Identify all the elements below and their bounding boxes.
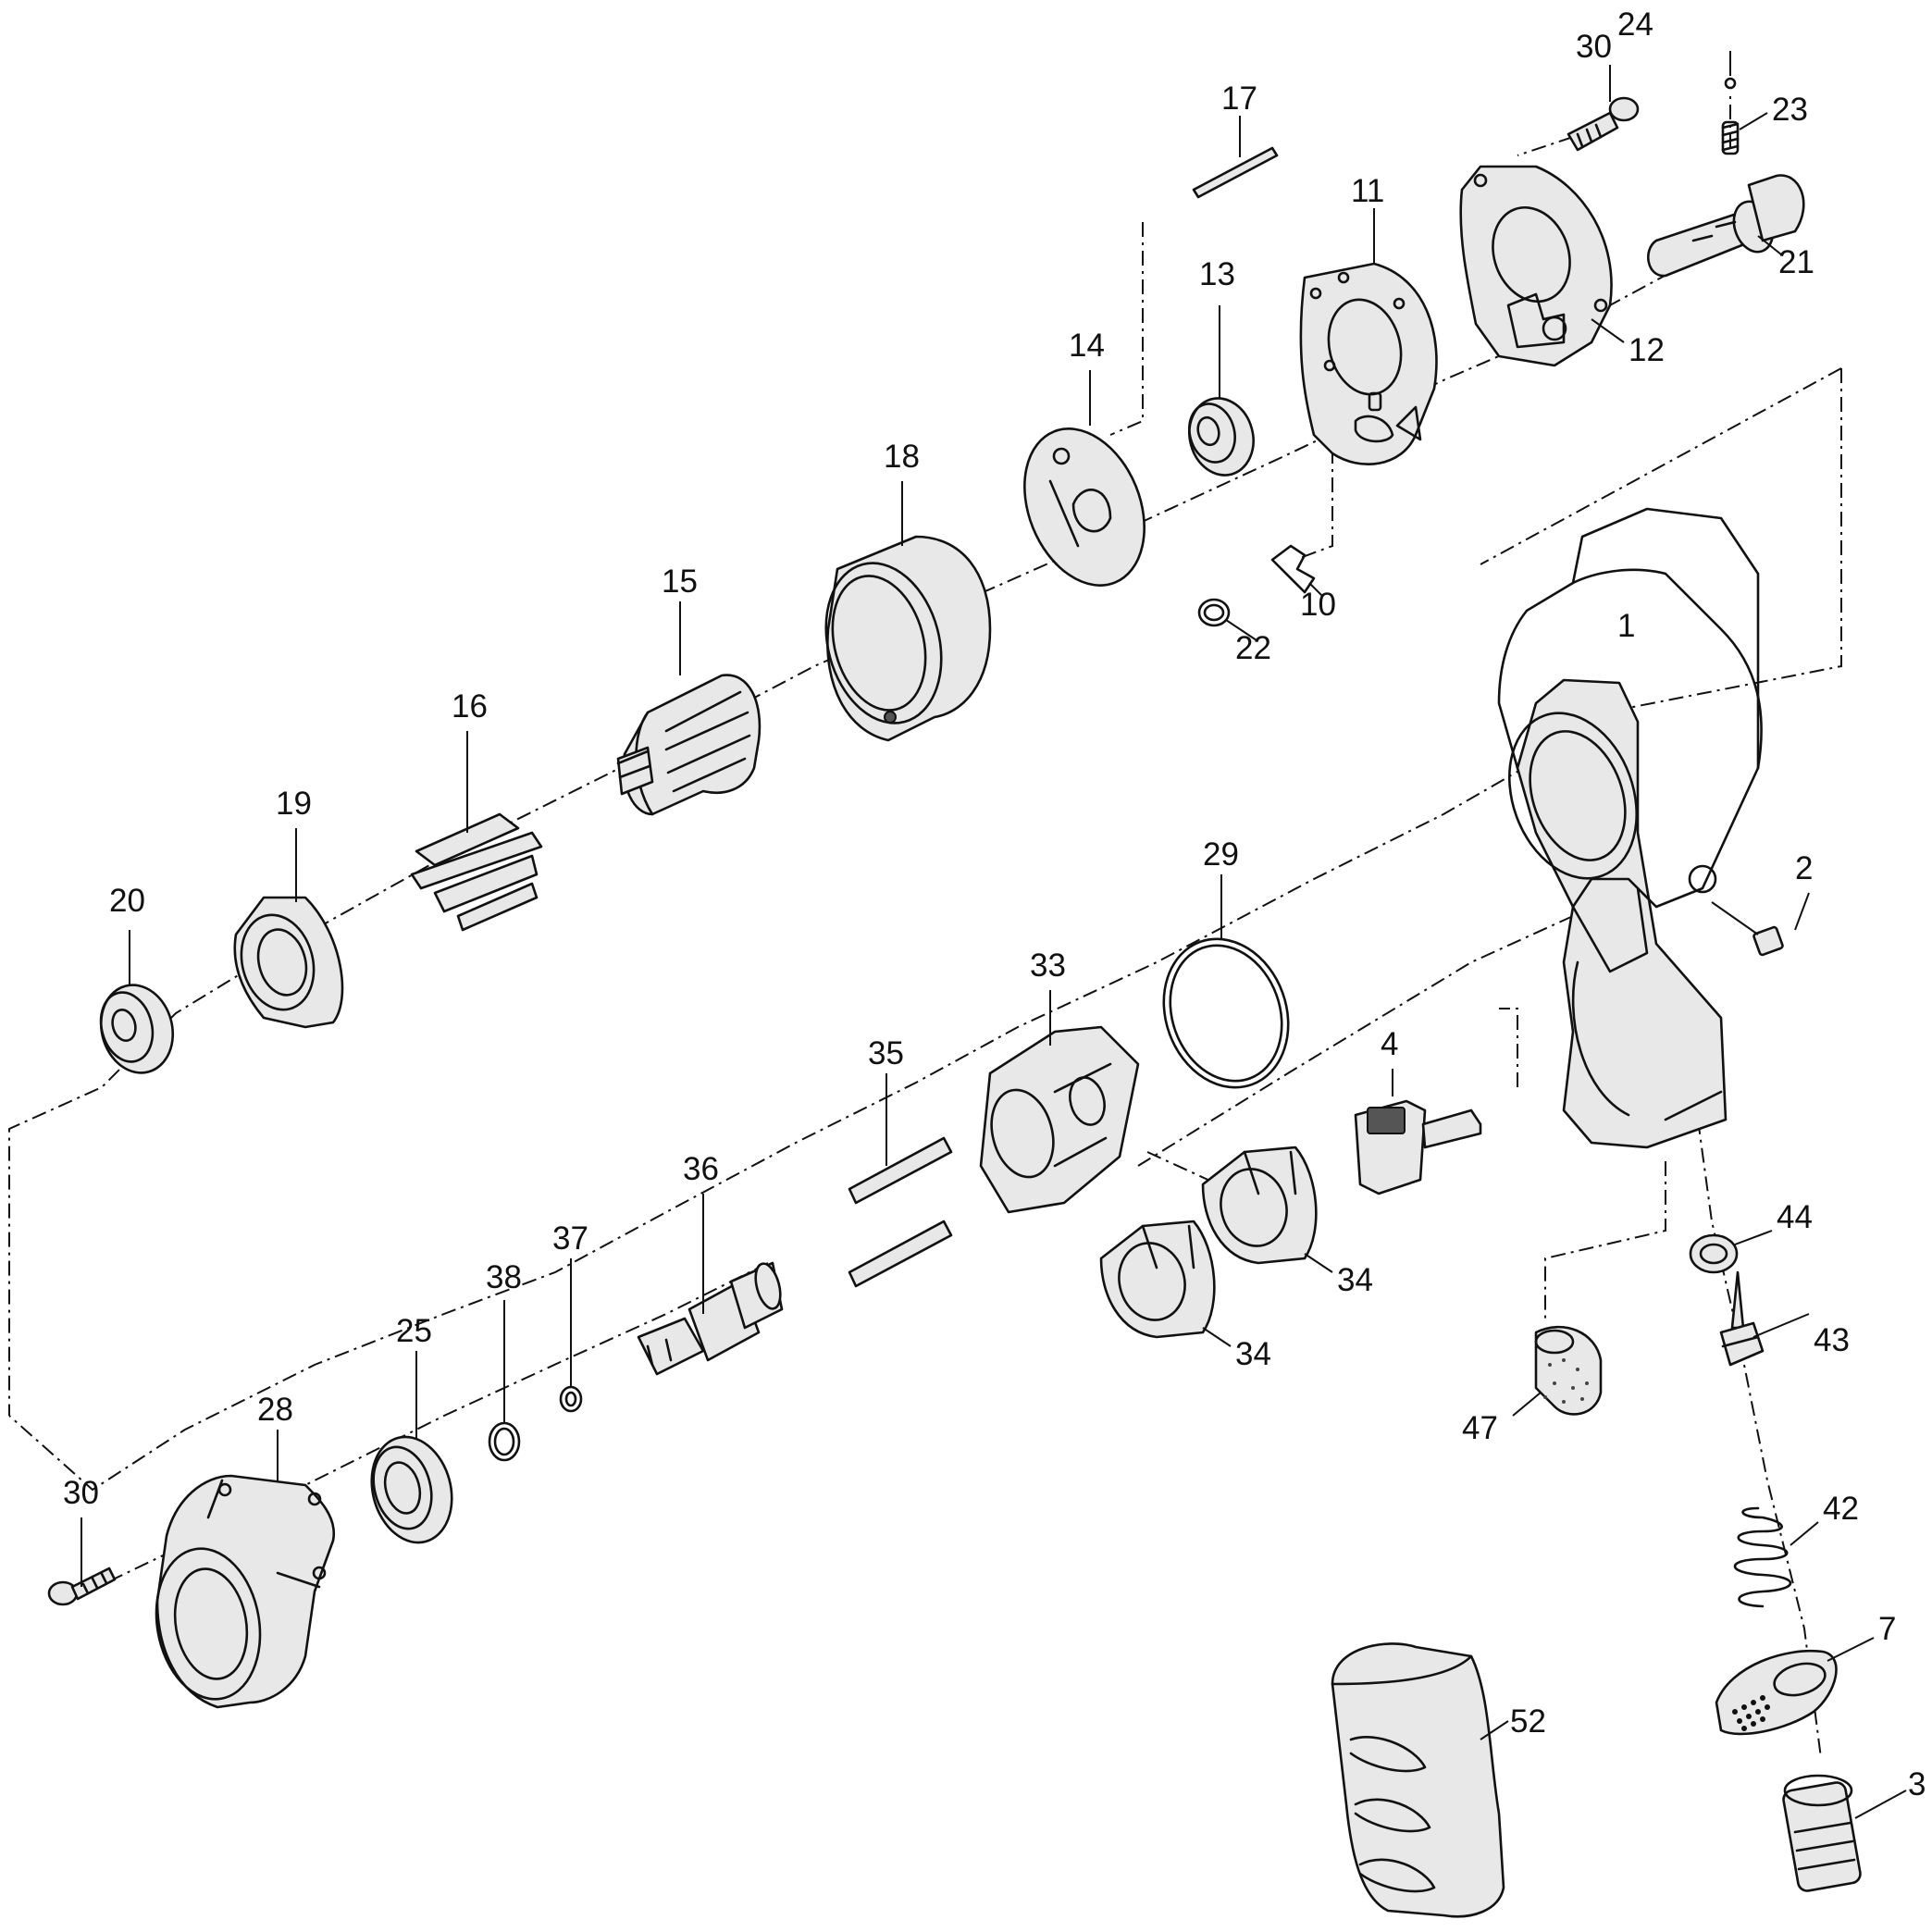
part-18-cylinder [824, 481, 992, 742]
part-24-ball [1724, 51, 1737, 90]
part-19-front-plate [233, 828, 344, 1029]
part-34-hammer-a [1201, 1146, 1333, 1273]
label-part-25: 25 [396, 1313, 432, 1349]
part-10-clip [1270, 544, 1324, 598]
part-47-muffler [1512, 1325, 1603, 1417]
label-part-17: 17 [1221, 80, 1257, 117]
part-44-seal [1689, 1230, 1773, 1274]
part-14-end-plate [1023, 370, 1146, 587]
part-36-anvil [637, 1194, 784, 1376]
label-part-35: 35 [868, 1035, 904, 1071]
label-part-20: 20 [109, 883, 145, 919]
label-part-3: 3 [1908, 1766, 1926, 1802]
part-16-vanes [410, 731, 543, 932]
part-38-retaining-ring [488, 1300, 521, 1462]
label-part-19: 19 [276, 786, 312, 822]
label-part-36: 36 [683, 1151, 719, 1187]
part-25-bushing [370, 1351, 453, 1544]
assembly-axis-valve [1109, 93, 1822, 1759]
label-part-4: 4 [1381, 1026, 1398, 1062]
label-part-33: 33 [1030, 947, 1066, 984]
part-52-grip-sleeve [1331, 1642, 1509, 1918]
label-part-7: 7 [1878, 1611, 1896, 1647]
part-34-hammer-b [1099, 1220, 1232, 1347]
assembly-axis-upper [8, 136, 1722, 1416]
part-21-reverse-valve [1647, 174, 1805, 278]
label-part-47: 47 [1462, 1410, 1498, 1446]
label-part-43: 43 [1814, 1322, 1850, 1358]
part-4-trigger [1354, 1069, 1482, 1195]
part-labels: 24 30 17 23 11 21 13 12 14 18 10 15 22 1… [63, 6, 1926, 1802]
label-part-18: 18 [884, 439, 920, 475]
part-15-rotor [616, 601, 762, 816]
label-part-44: 44 [1777, 1199, 1813, 1235]
part-7-exhaust-plate [1715, 1637, 1875, 1736]
label-part-28: 28 [257, 1392, 293, 1428]
part-2-plug [1711, 892, 1810, 957]
label-part-15: 15 [662, 564, 698, 600]
part-28-front-case [155, 1430, 336, 1709]
part-37-washer [559, 1258, 583, 1413]
label-part-10: 10 [1300, 587, 1336, 623]
label-part-34-a: 34 [1337, 1262, 1373, 1298]
label-part-14: 14 [1069, 328, 1105, 364]
label-part-22: 22 [1235, 630, 1271, 666]
part-30-screw-top [1567, 65, 1640, 152]
part-11-gasket [1299, 208, 1438, 465]
label-part-2: 2 [1795, 850, 1813, 886]
assembly-axis-main [8, 367, 1842, 1492]
part-43-valve-stem [1719, 1270, 1810, 1367]
part-20-bearing [99, 930, 175, 1074]
part-22-o-ring [1197, 598, 1257, 641]
label-part-21: 21 [1778, 244, 1814, 280]
part-35-pins [848, 1073, 953, 1288]
label-part-1: 1 [1617, 608, 1635, 644]
part-13-bearing [1188, 305, 1255, 477]
label-part-34-b: 34 [1235, 1336, 1271, 1372]
part-33-hammer-frame [979, 990, 1140, 1214]
label-part-24: 24 [1617, 6, 1653, 43]
label-part-13: 13 [1199, 256, 1235, 292]
label-part-37: 37 [552, 1220, 588, 1257]
part-42-spring [1733, 1506, 1819, 1608]
label-part-12: 12 [1629, 332, 1665, 368]
label-part-42: 42 [1823, 1491, 1859, 1527]
part-1-housing [1497, 507, 1763, 1149]
part-30-screw-bottom [47, 1517, 117, 1606]
label-part-30-bottom: 30 [63, 1475, 99, 1511]
part-23-spring [1721, 112, 1768, 155]
label-part-11: 11 [1351, 173, 1384, 209]
label-part-29: 29 [1203, 836, 1239, 873]
label-part-52: 52 [1510, 1703, 1546, 1740]
part-29-o-ring [1162, 874, 1290, 1089]
part-17-pin [1192, 116, 1279, 199]
label-part-23: 23 [1772, 92, 1808, 128]
label-part-38: 38 [486, 1259, 522, 1295]
label-part-16: 16 [452, 688, 488, 724]
label-part-30-top: 30 [1576, 29, 1612, 65]
part-3-inlet-bushing [1782, 1774, 1907, 1892]
part-12-rear-cover [1459, 165, 1625, 367]
